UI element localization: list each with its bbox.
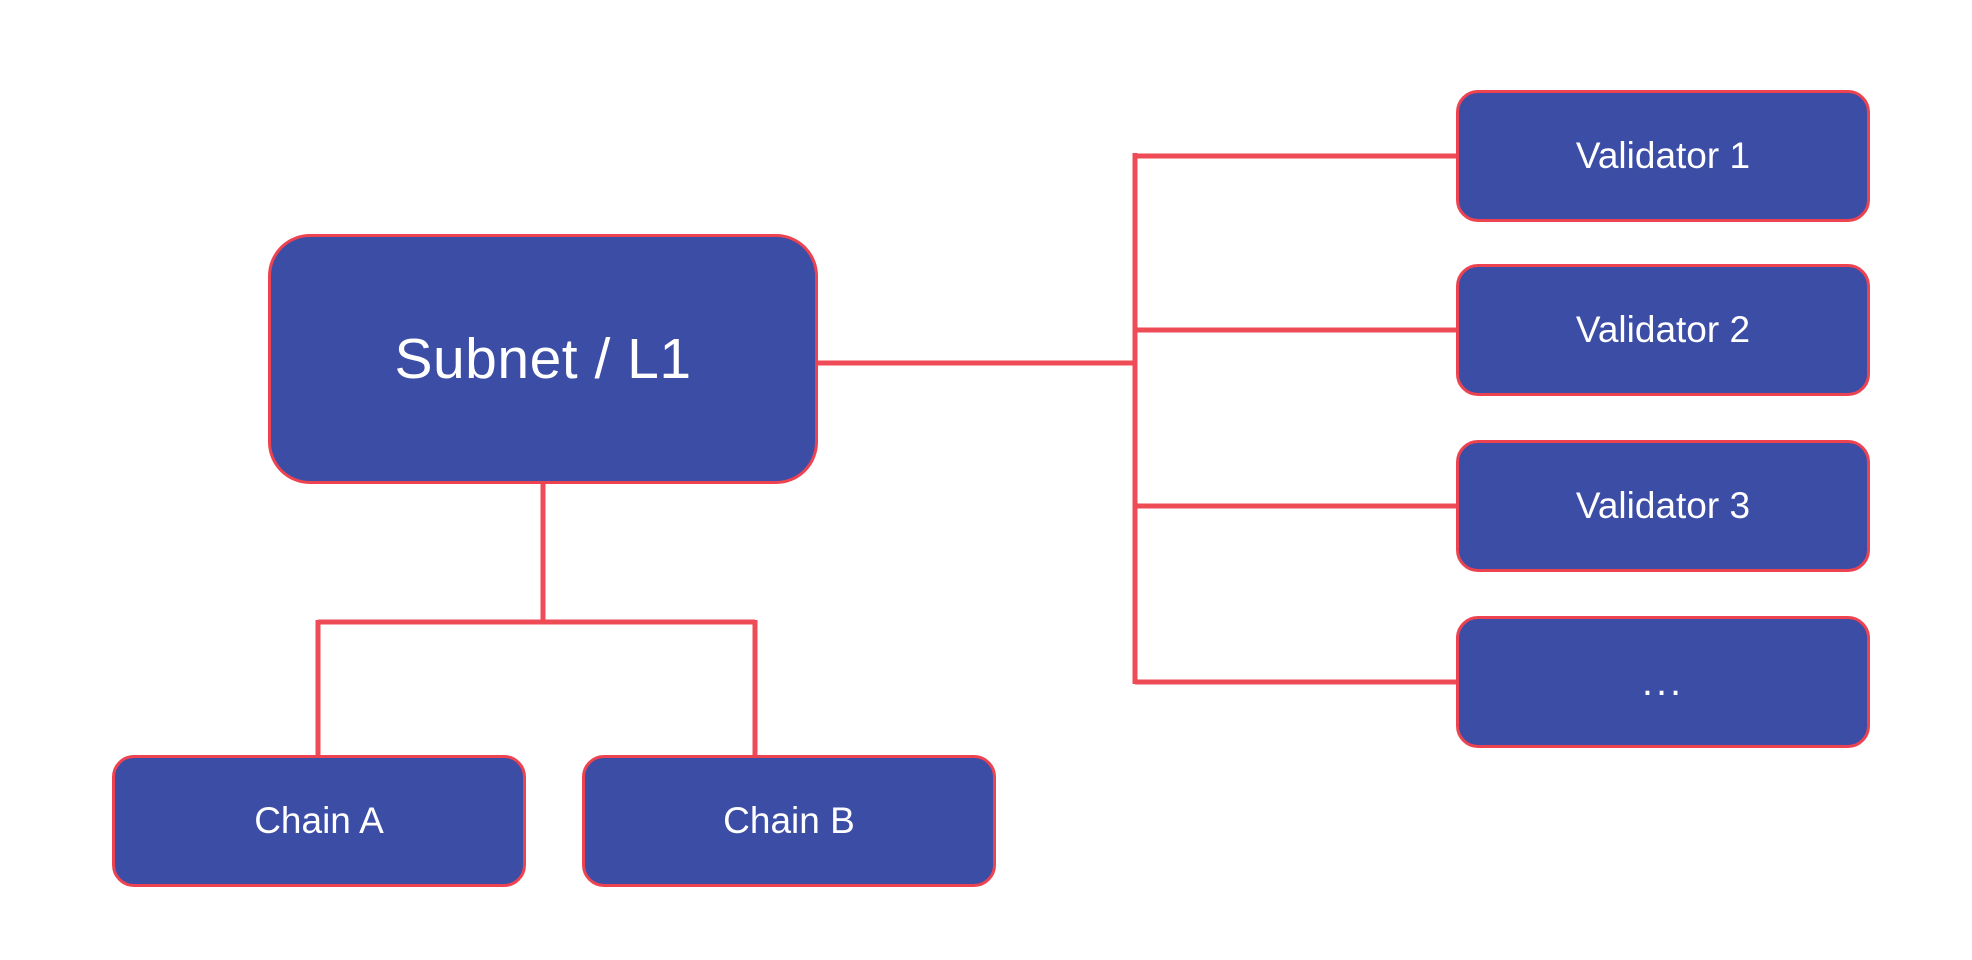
node-validator-3: Validator 3 bbox=[1456, 440, 1870, 572]
node-chain-b: Chain B bbox=[582, 755, 996, 887]
node-validator-2-label: Validator 2 bbox=[1575, 309, 1751, 350]
node-validator-2: Validator 2 bbox=[1456, 264, 1870, 396]
node-validator-more: ... bbox=[1456, 616, 1870, 748]
node-validator-1-label: Validator 1 bbox=[1575, 135, 1751, 176]
node-chain-a: Chain A bbox=[112, 755, 526, 887]
node-validator-3-label: Validator 3 bbox=[1575, 485, 1751, 526]
node-chain-a-label: Chain A bbox=[254, 800, 384, 841]
node-chain-b-label: Chain B bbox=[723, 800, 855, 841]
node-subnet: Subnet / L1 bbox=[268, 234, 818, 484]
node-validator-1: Validator 1 bbox=[1456, 90, 1870, 222]
node-subnet-label: Subnet / L1 bbox=[394, 327, 692, 391]
node-validator-more-label: ... bbox=[1641, 659, 1685, 704]
